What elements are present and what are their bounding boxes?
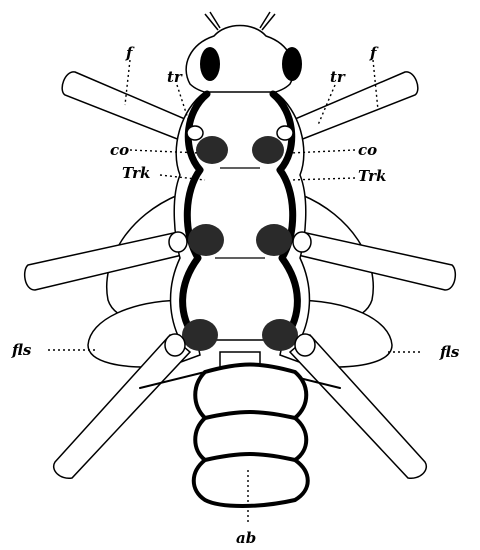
label-trk-right: Trk <box>358 167 386 185</box>
right-front-leg <box>288 72 418 142</box>
abdomen <box>194 352 308 506</box>
label-tr-right: tr <box>330 68 346 86</box>
left-middle-trochanter <box>169 232 187 252</box>
left-front-coxa <box>196 136 228 164</box>
right-middle-coxa <box>256 224 292 256</box>
left-eye <box>200 47 220 81</box>
right-front-trochanter <box>277 126 293 140</box>
label-fls-right: fls <box>439 343 460 361</box>
label-f-left: f <box>125 44 135 62</box>
left-front-trochanter <box>187 126 203 140</box>
label-f-right: f <box>369 44 379 62</box>
label-trk-left: Trk <box>122 164 150 182</box>
label-fls-left: fls <box>11 341 32 359</box>
right-hind-trochanter <box>295 334 315 356</box>
thorax <box>165 92 315 356</box>
label-co-right: co <box>358 141 377 159</box>
left-hind-coxa <box>182 319 218 351</box>
right-front-coxa <box>252 136 284 164</box>
abdominal-segment-3 <box>194 454 308 506</box>
right-hind-coxa <box>262 319 298 351</box>
right-eye <box>282 47 302 81</box>
label-co-left: co <box>110 141 129 159</box>
left-hind-trochanter <box>165 334 185 356</box>
right-middle-trochanter <box>293 232 311 252</box>
label-ab: ab <box>236 529 256 547</box>
label-tr-left: tr <box>167 68 183 86</box>
left-antenna <box>205 12 220 30</box>
head <box>186 12 302 96</box>
right-antenna <box>260 12 275 30</box>
left-middle-coxa <box>188 224 224 256</box>
